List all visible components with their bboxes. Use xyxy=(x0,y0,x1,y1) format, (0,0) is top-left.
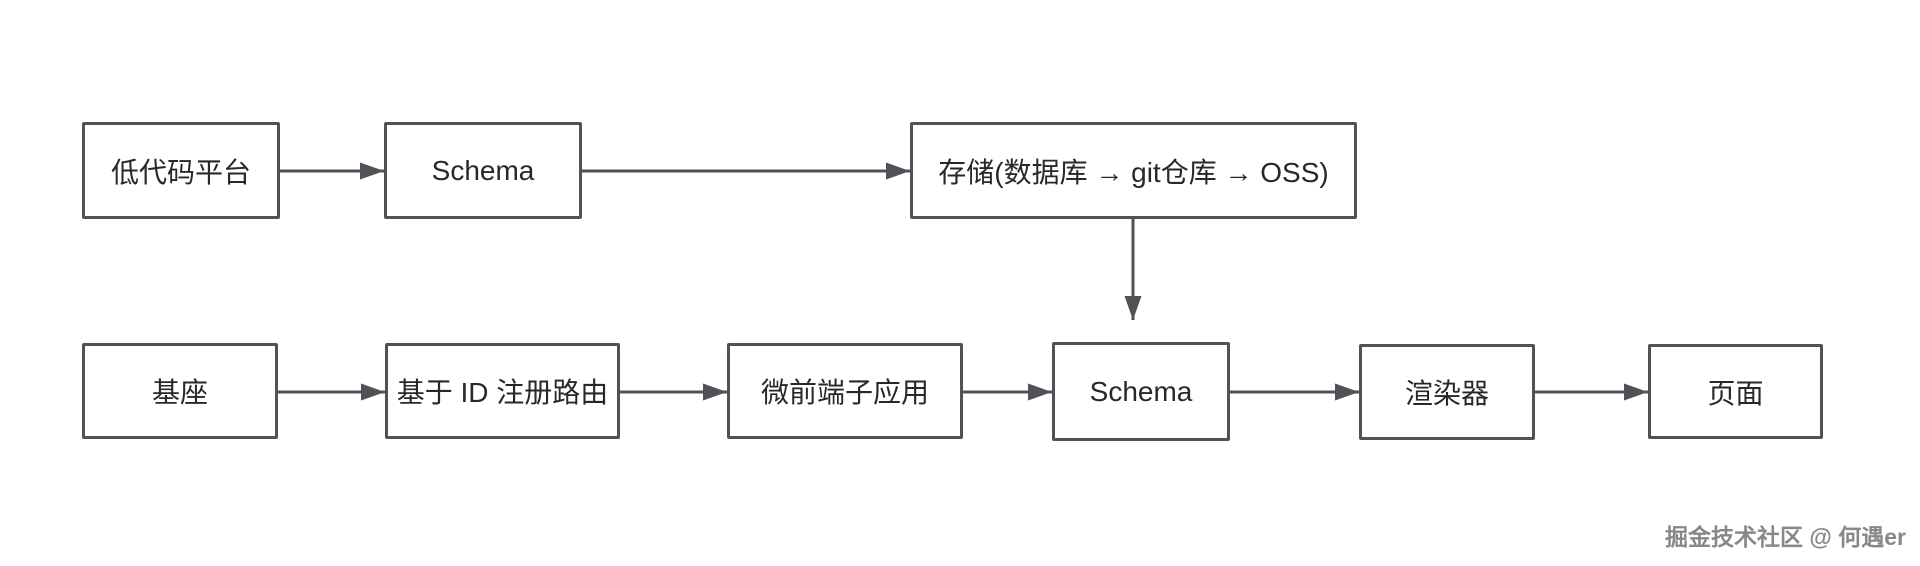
node-lowcode-platform-label: 低代码平台 xyxy=(110,156,251,188)
node-schema-bottom-label: Schema xyxy=(1089,375,1193,407)
node-lowcode-platform: 低代码平台 xyxy=(82,122,280,219)
watermark: 掘金技术社区 @ 何遇er xyxy=(1665,524,1906,550)
node-storage-label: 存储(数据库 → git仓库 → OSS) xyxy=(938,156,1329,188)
node-page: 页面 xyxy=(1648,344,1823,439)
node-micro-frontend-subapp: 微前端子应用 xyxy=(727,343,963,439)
node-page-label: 页面 xyxy=(1707,377,1764,409)
node-base-app-label: 基座 xyxy=(151,377,208,408)
node-micro-frontend-subapp-label: 微前端子应用 xyxy=(760,377,929,408)
node-schema-top: Schema xyxy=(384,122,582,219)
node-renderer: 渲染器 xyxy=(1359,344,1535,440)
node-register-route-by-id-label: 基于 ID 注册路由 xyxy=(396,377,609,408)
node-register-route-by-id: 基于 ID 注册路由 xyxy=(385,343,620,439)
node-schema-top-label: Schema xyxy=(431,154,535,186)
node-storage: 存储(数据库 → git仓库 → OSS) xyxy=(910,122,1357,219)
node-base-app: 基座 xyxy=(82,343,278,439)
node-schema-bottom: Schema xyxy=(1052,342,1230,441)
node-renderer-label: 渲染器 xyxy=(1404,378,1489,409)
